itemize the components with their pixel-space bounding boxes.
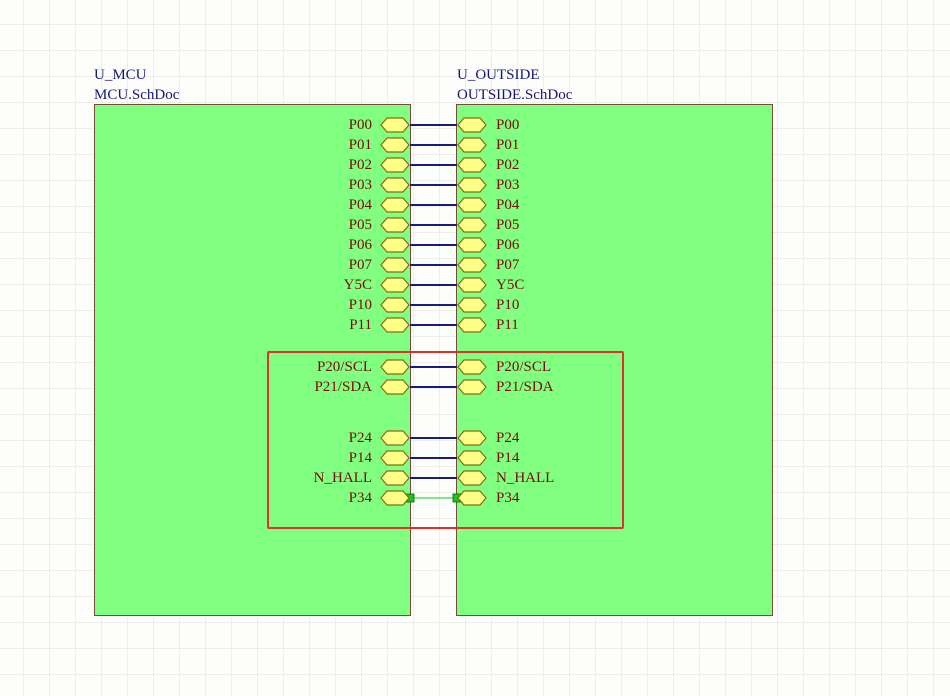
port-entry-mcu-p24[interactable]: [380, 430, 410, 446]
port-entry-mcu-p11[interactable]: [380, 317, 410, 333]
port-entry-mcu-y5c[interactable]: [380, 277, 410, 293]
port-label-outside-y5c: Y5C: [496, 277, 525, 293]
port-label-mcu-p00: P00: [348, 117, 372, 133]
highlight-rectangle: [267, 351, 624, 529]
port-entry-outside-p03[interactable]: [457, 177, 487, 193]
port-entry-mcu-p04[interactable]: [380, 197, 410, 213]
port-entry-outside-p02[interactable]: [457, 157, 487, 173]
port-entry-outside-p14[interactable]: [457, 450, 487, 466]
port-label-mcu-p11: P11: [349, 317, 372, 333]
port-entry-outside-p01[interactable]: [457, 137, 487, 153]
port-label-outside-p04: P04: [496, 197, 520, 213]
port-entry-outside-p24[interactable]: [457, 430, 487, 446]
port-entry-mcu-p20-scl[interactable]: [380, 359, 410, 375]
port-label-mcu-y5c: Y5C: [343, 277, 372, 293]
port-entry-mcu-p01[interactable]: [380, 137, 410, 153]
port-label-mcu-p02: P02: [348, 157, 372, 173]
port-label-mcu-n-hall: N_HALL: [313, 470, 372, 486]
port-label-mcu-p14: P14: [348, 450, 372, 466]
port-label-outside-p34: P34: [496, 490, 520, 506]
port-entry-outside-p00[interactable]: [457, 117, 487, 133]
port-entry-outside-y5c[interactable]: [457, 277, 487, 293]
port-entry-outside-p04[interactable]: [457, 197, 487, 213]
port-entry-mcu-p34[interactable]: [380, 490, 410, 506]
port-entry-outside-p34[interactable]: [457, 490, 487, 506]
port-label-mcu-p21-sda: P21/SDA: [314, 379, 372, 395]
port-label-mcu-p04: P04: [348, 197, 372, 213]
port-label-outside-p02: P02: [496, 157, 520, 173]
port-label-mcu-p05: P05: [348, 217, 372, 233]
port-label-outside-p01: P01: [496, 137, 520, 153]
port-entry-outside-p06[interactable]: [457, 237, 487, 253]
port-entry-mcu-p07[interactable]: [380, 257, 410, 273]
port-entry-mcu-p05[interactable]: [380, 217, 410, 233]
sheet-designator-mcu[interactable]: U_MCU: [94, 67, 147, 83]
port-label-outside-p00: P00: [496, 117, 520, 133]
port-entry-mcu-n-hall[interactable]: [380, 470, 410, 486]
port-label-outside-p21-sda: P21/SDA: [496, 379, 554, 395]
port-label-mcu-p10: P10: [348, 297, 372, 313]
port-label-mcu-p07: P07: [348, 257, 372, 273]
port-label-outside-p14: P14: [496, 450, 520, 466]
sheet-designator-outside[interactable]: U_OUTSIDE: [457, 67, 540, 83]
port-entry-outside-p21-sda[interactable]: [457, 379, 487, 395]
sheet-symbol-mcu[interactable]: [94, 104, 411, 616]
port-entry-mcu-p10[interactable]: [380, 297, 410, 313]
port-entry-mcu-p21-sda[interactable]: [380, 379, 410, 395]
port-label-outside-n-hall: N_HALL: [496, 470, 555, 486]
port-entry-outside-p05[interactable]: [457, 217, 487, 233]
port-label-outside-p20-scl: P20/SCL: [496, 359, 552, 375]
port-label-outside-p05: P05: [496, 217, 520, 233]
port-label-outside-p03: P03: [496, 177, 520, 193]
port-label-mcu-p20-scl: P20/SCL: [316, 359, 372, 375]
port-label-mcu-p01: P01: [348, 137, 372, 153]
port-label-outside-p11: P11: [496, 317, 519, 333]
port-label-mcu-p06: P06: [348, 237, 372, 253]
port-label-outside-p06: P06: [496, 237, 520, 253]
port-entry-outside-n-hall[interactable]: [457, 470, 487, 486]
port-label-outside-p24: P24: [496, 430, 520, 446]
sheet-filename-mcu[interactable]: MCU.SchDoc: [94, 87, 180, 103]
sheet-symbol-outside[interactable]: [456, 104, 773, 616]
port-entry-mcu-p06[interactable]: [380, 237, 410, 253]
port-label-mcu-p03: P03: [348, 177, 372, 193]
port-label-mcu-p34: P34: [348, 490, 372, 506]
port-label-outside-p07: P07: [496, 257, 520, 273]
port-entry-outside-p07[interactable]: [457, 257, 487, 273]
port-entry-mcu-p14[interactable]: [380, 450, 410, 466]
port-entry-mcu-p02[interactable]: [380, 157, 410, 173]
port-entry-mcu-p03[interactable]: [380, 177, 410, 193]
port-entry-outside-p11[interactable]: [457, 317, 487, 333]
port-entry-outside-p10[interactable]: [457, 297, 487, 313]
port-label-outside-p10: P10: [496, 297, 520, 313]
sheet-filename-outside[interactable]: OUTSIDE.SchDoc: [457, 87, 573, 103]
port-entry-outside-p20-scl[interactable]: [457, 359, 487, 375]
port-entry-mcu-p00[interactable]: [380, 117, 410, 133]
port-label-mcu-p24: P24: [348, 430, 372, 446]
